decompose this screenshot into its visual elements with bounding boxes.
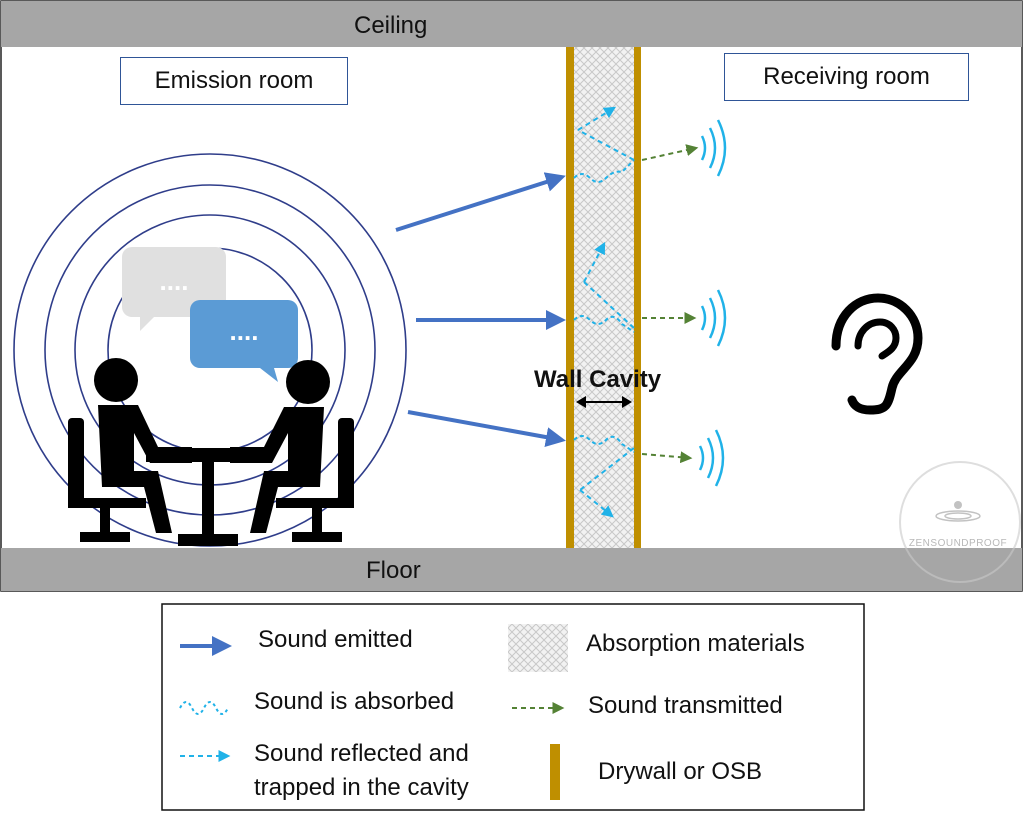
- zensoundproof-watermark: ZENSOUNDPROOF: [899, 461, 1021, 583]
- receiving-room-label: Receiving room: [724, 53, 969, 101]
- legend-sound-reflected-line1: Sound reflected and: [254, 740, 469, 767]
- wall-cavity-fill: [574, 47, 634, 548]
- watermark-text: ZENSOUNDPROOF: [909, 538, 1007, 549]
- legend-sound-transmitted: Sound transmitted: [588, 692, 783, 719]
- speaker-wave-icon: [700, 289, 727, 347]
- legend-sound-emitted: Sound emitted: [258, 626, 413, 653]
- absorption-paths: [573, 106, 635, 518]
- emitted-arrows: [395, 172, 566, 447]
- legend-absorption-symbol: [508, 624, 568, 672]
- wall-cavity-label: Wall Cavity: [534, 366, 662, 393]
- floor-label: Floor: [366, 557, 421, 584]
- floor-band: [1, 548, 1022, 591]
- legend-drywall-symbol: [550, 744, 560, 800]
- speaker-wave-icon: [698, 429, 725, 487]
- chat-bubble-icon: ....: [190, 300, 298, 382]
- bubble-blue-dots: ....: [230, 316, 259, 346]
- person-icon: [94, 358, 192, 533]
- person-icon: [230, 360, 330, 533]
- legend-sound-absorbed: Sound is absorbed: [254, 688, 455, 715]
- wall-cavity-width-arrow: [576, 396, 632, 408]
- drywall-right: [634, 47, 641, 548]
- legend-drywall: Drywall or OSB: [598, 758, 763, 785]
- ear-icon: [831, 293, 923, 415]
- chair-icon: [68, 418, 146, 542]
- legend-sound-reflected-line2: trapped in the cavity: [254, 774, 469, 801]
- speaker-wave-icon: [700, 119, 727, 177]
- emission-room-label: Emission room: [120, 57, 348, 105]
- drywall-left: [566, 47, 574, 548]
- chair-icon: [276, 418, 354, 542]
- ceiling-label: Ceiling: [354, 12, 428, 39]
- meeting-figures: [68, 358, 354, 546]
- ceiling-band: [1, 1, 1022, 47]
- bubble-gray-dots: ....: [160, 266, 189, 296]
- transmitted-arrows: [641, 144, 699, 464]
- legend-absorption-materials: Absorption materials: [586, 630, 805, 657]
